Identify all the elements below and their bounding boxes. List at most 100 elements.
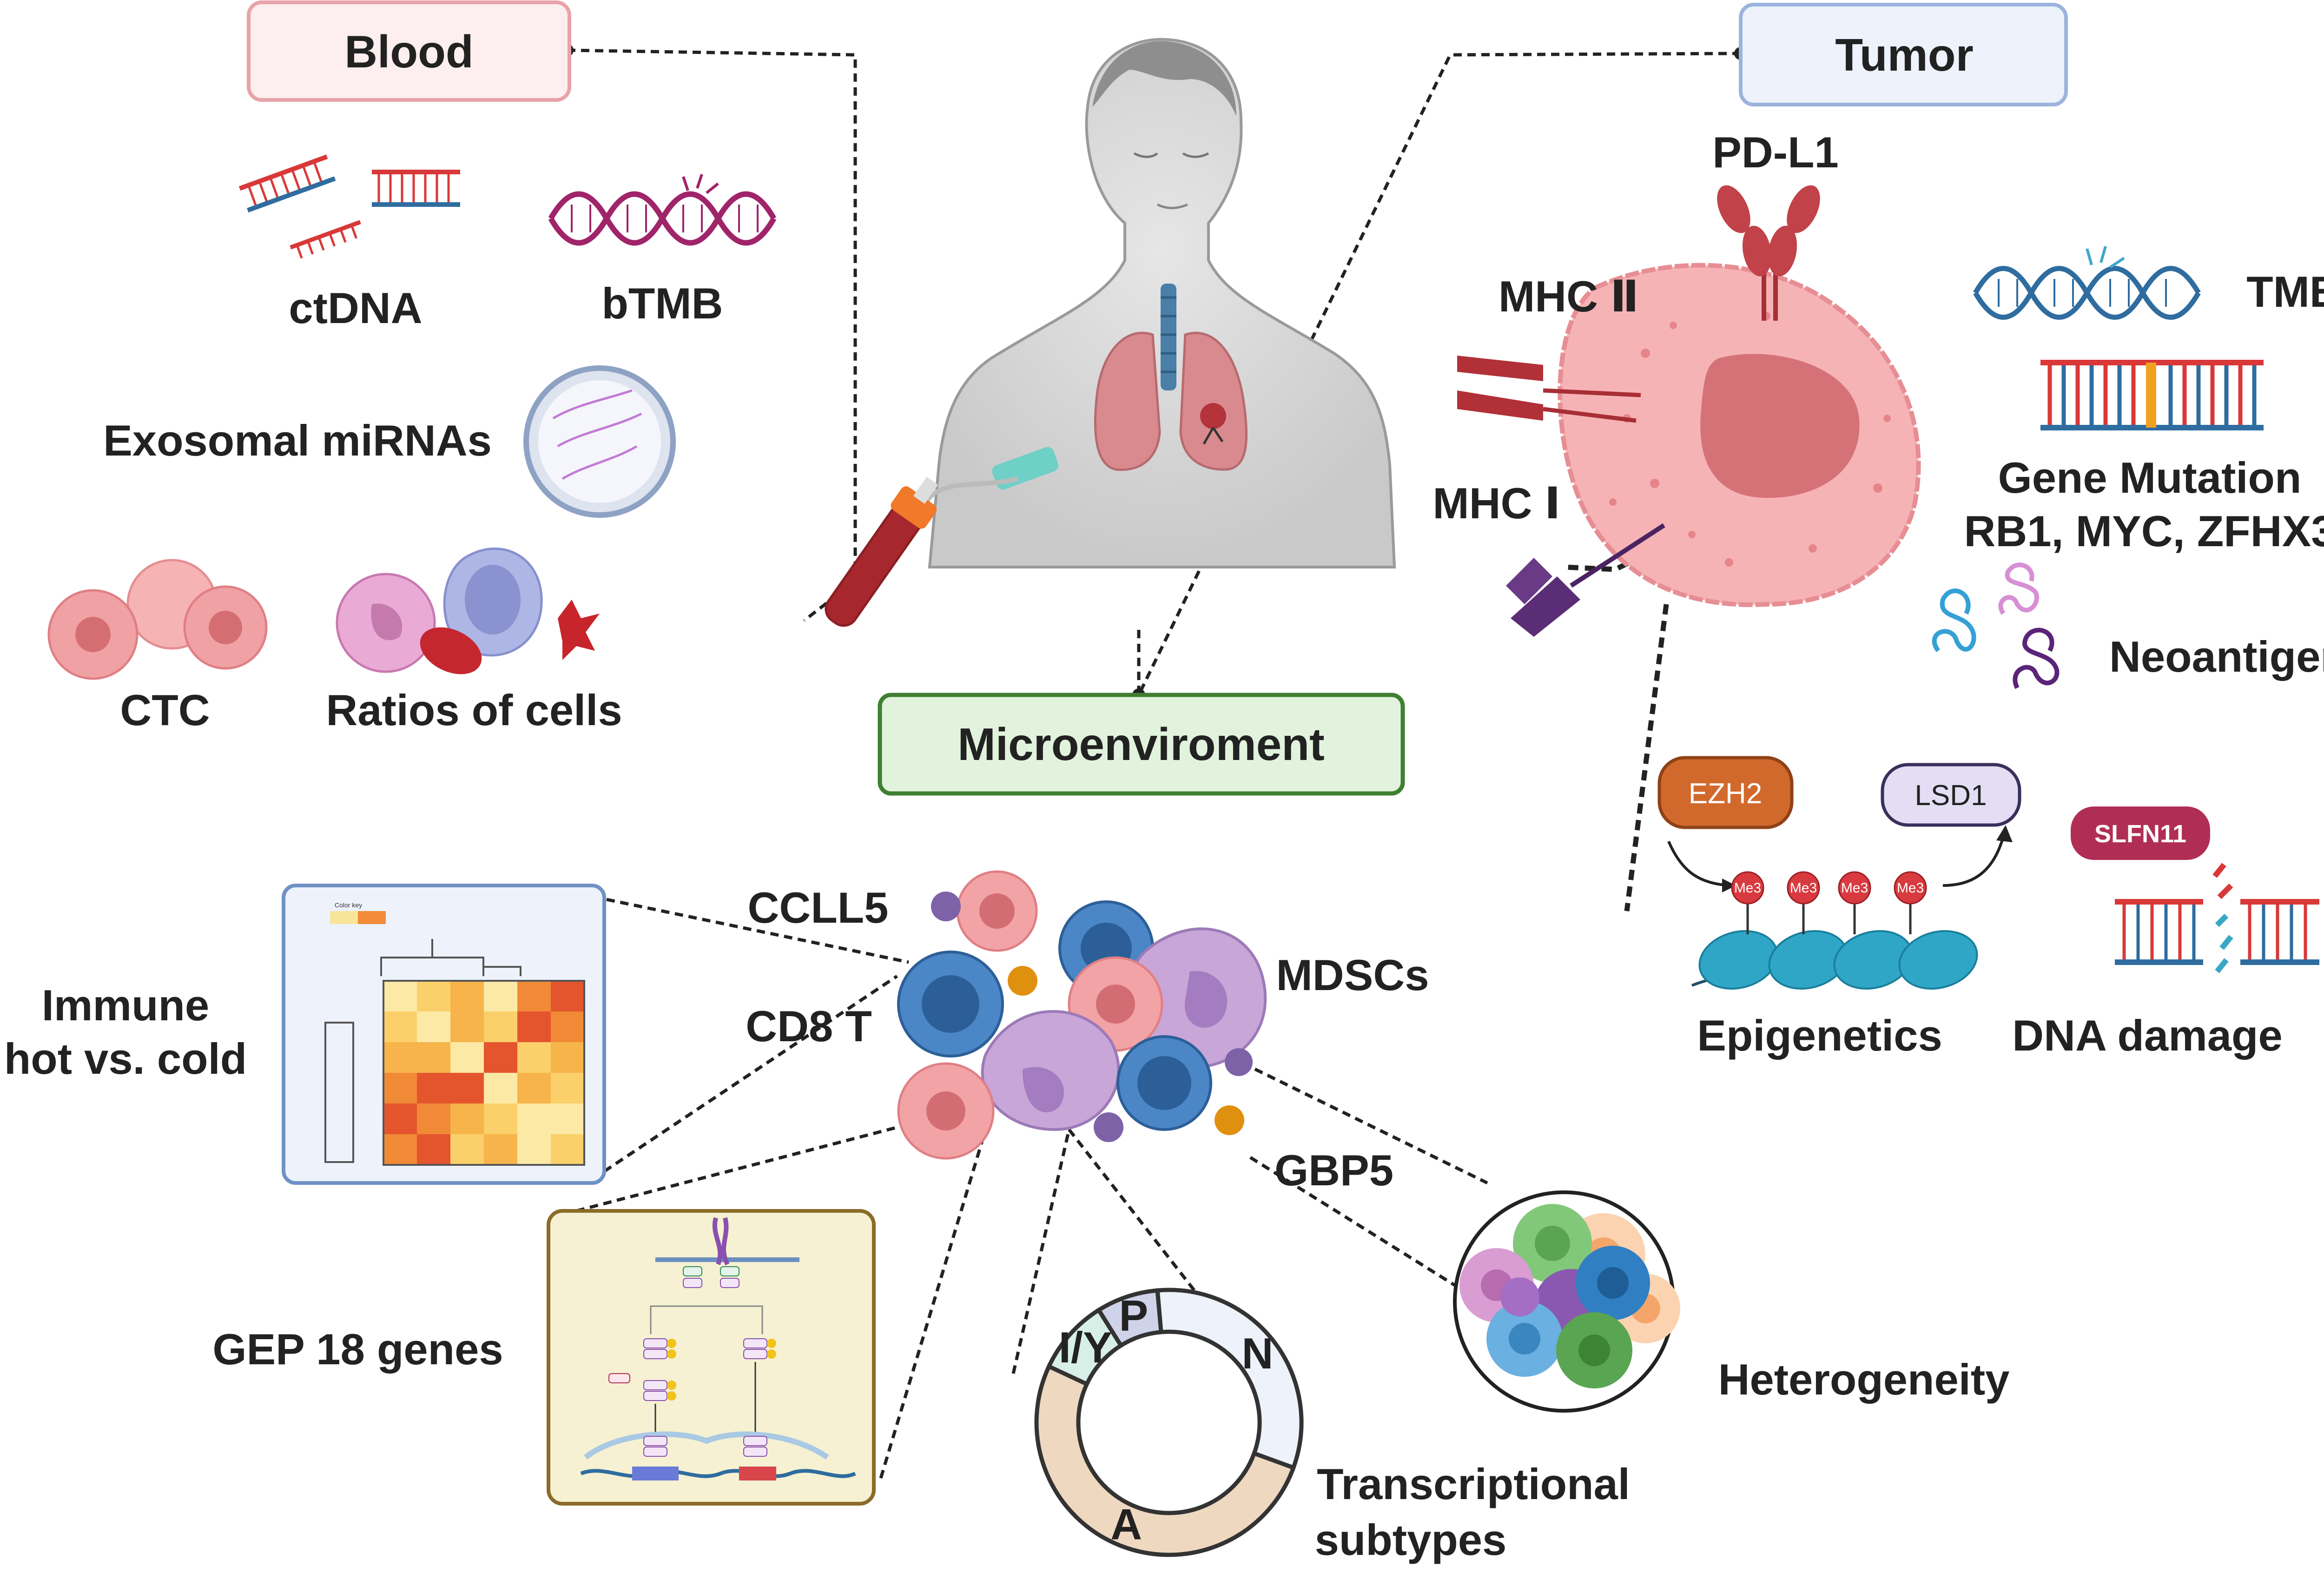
heatmap-cell	[551, 981, 584, 1011]
mdscs-label: MDSCs	[1276, 951, 1429, 999]
nucleosome-icon: Me3 Me3 Me3 Me3	[1691, 871, 1978, 990]
heatmap-cell	[517, 1073, 551, 1104]
heatmap-grid	[383, 980, 585, 1166]
blood-cells-icon	[336, 547, 600, 674]
heterogeneity-icon	[1453, 1190, 1680, 1413]
heatmap-cell	[417, 1042, 450, 1073]
donut-segment-a	[1034, 1363, 1296, 1557]
donut-label-a: A	[1110, 1500, 1142, 1549]
heatmap-cell	[383, 1073, 417, 1104]
svg-text:EZH2: EZH2	[1689, 778, 1762, 810]
exosomal-mirnas-label: Exosomal miRNAs	[103, 416, 492, 465]
slfn11-badge: SLFN11	[2071, 806, 2210, 860]
heatmap-cell	[517, 1104, 551, 1134]
dna-damage-label: DNA damage	[2012, 1011, 2283, 1060]
heatmap-cell	[450, 981, 484, 1011]
heatmap-border	[383, 980, 585, 1166]
heatmap-cell	[383, 1042, 417, 1073]
donut-label-iy: I/Y	[1059, 1323, 1112, 1372]
dna-damage-icon	[2115, 863, 2319, 973]
heatmap-cell	[551, 1073, 584, 1104]
mhc2-receptor-icon	[1457, 356, 1641, 423]
ezh2-badge: EZH2	[1657, 756, 1794, 829]
heatmap-cell	[484, 981, 517, 1011]
heatmap-cell	[551, 1011, 584, 1042]
donut-label-n: N	[1241, 1329, 1273, 1378]
heatmap-cell	[484, 1011, 517, 1042]
heatmap-cell	[551, 1104, 584, 1134]
ctc-label: CTC	[120, 686, 210, 734]
blood-title: Blood	[344, 26, 474, 77]
tmb-dna-icon	[1973, 246, 2201, 320]
donut-segment-p	[1096, 1288, 1163, 1348]
transcriptional-subtypes-donut: N A I/YP	[1034, 1288, 1304, 1557]
heatmap-cell	[383, 1011, 417, 1042]
heatmap-cell	[517, 981, 551, 1011]
blood-header: Blood	[247, 0, 571, 102]
ctdna-icon	[238, 154, 460, 259]
heatmap-cell	[484, 1134, 517, 1165]
ratios-of-cells-label: Ratios of cells	[326, 686, 622, 734]
heatmap-cell	[551, 1042, 584, 1073]
cd8t-label: CD8 T	[746, 1002, 872, 1051]
mhc1-label: MHC Ⅰ	[1433, 479, 1560, 528]
neoantigens-icon	[1932, 562, 2060, 689]
immune-label: Immune	[42, 981, 209, 1030]
heatmap-cell	[517, 1134, 551, 1165]
heatmap-cell	[383, 981, 417, 1011]
tmb-label: TMB	[2246, 267, 2324, 316]
heatmap-cell	[450, 1104, 484, 1134]
heatmap-cell	[450, 1134, 484, 1165]
exosome-icon	[523, 365, 676, 518]
heatmap-cell	[450, 1011, 484, 1042]
lsd1-badge: LSD1	[1881, 763, 2021, 827]
subtypes-label: subtypes	[1315, 1515, 1507, 1564]
donut-label-p: P	[1119, 1291, 1148, 1340]
immune-cell-cluster	[897, 870, 1267, 1160]
heatmap-cell	[517, 1011, 551, 1042]
color-key-label: Color key	[335, 901, 362, 909]
transcriptional-label: Transcriptional	[1317, 1460, 1630, 1508]
gene-mutation-label: Gene Mutation	[1998, 453, 2302, 502]
neoantigens-label: Neoantigens	[2109, 632, 2324, 681]
btmb-label: bTMB	[601, 279, 723, 328]
heatmap-cell	[417, 1104, 450, 1134]
heatmap-cell	[517, 1042, 551, 1073]
gep-pathway-panel	[547, 1209, 876, 1506]
heatmap-cell	[417, 1073, 450, 1104]
microenvironment-title: Microenviroment	[957, 719, 1325, 770]
heatmap-cell	[383, 1134, 417, 1165]
heatmap-cell	[450, 1042, 484, 1073]
microenvironment-header: Microenviroment	[878, 693, 1405, 796]
hot-vs-cold-label: hot vs. cold	[4, 1034, 247, 1083]
btmb-dna-icon	[548, 174, 777, 246]
heatmap-cell	[383, 1104, 417, 1134]
svg-text:Me3: Me3	[1841, 880, 1868, 896]
svg-text:Me3: Me3	[1897, 880, 1924, 896]
tumor-title: Tumor	[1835, 29, 1974, 80]
gene-list-label: RB1, MYC, ZFHX3	[1964, 507, 2324, 555]
donut-segment-n	[1155, 1288, 1304, 1471]
svg-text:Me3: Me3	[1734, 880, 1761, 896]
heatmap-cell	[417, 1011, 450, 1042]
epigenetics-label: Epigenetics	[1697, 1011, 1942, 1060]
svg-text:Me3: Me3	[1790, 880, 1817, 896]
gbp5-label: GBP5	[1274, 1146, 1393, 1195]
heatmap-cell	[484, 1042, 517, 1073]
human-figure	[825, 38, 1396, 627]
heatmap-cell	[417, 1134, 450, 1165]
tumor-header: Tumor	[1739, 3, 2068, 106]
ccll5-label: CCLL5	[748, 883, 889, 932]
ctc-cells-icon	[47, 559, 268, 680]
heatmap-cell	[484, 1073, 517, 1104]
pdl1-receptor-icon	[1717, 185, 1820, 321]
tumor-cell	[1558, 263, 1921, 607]
mhc1-receptor-icon	[1506, 523, 1665, 637]
ctdna-label: ctDNA	[289, 284, 422, 332]
heatmap-cell	[450, 1073, 484, 1104]
heatmap-cell	[551, 1134, 584, 1165]
svg-text:SLFN11: SLFN11	[2094, 820, 2186, 848]
heatmap-cell	[484, 1104, 517, 1134]
heterogeneity-label: Heterogeneity	[1718, 1355, 2010, 1404]
